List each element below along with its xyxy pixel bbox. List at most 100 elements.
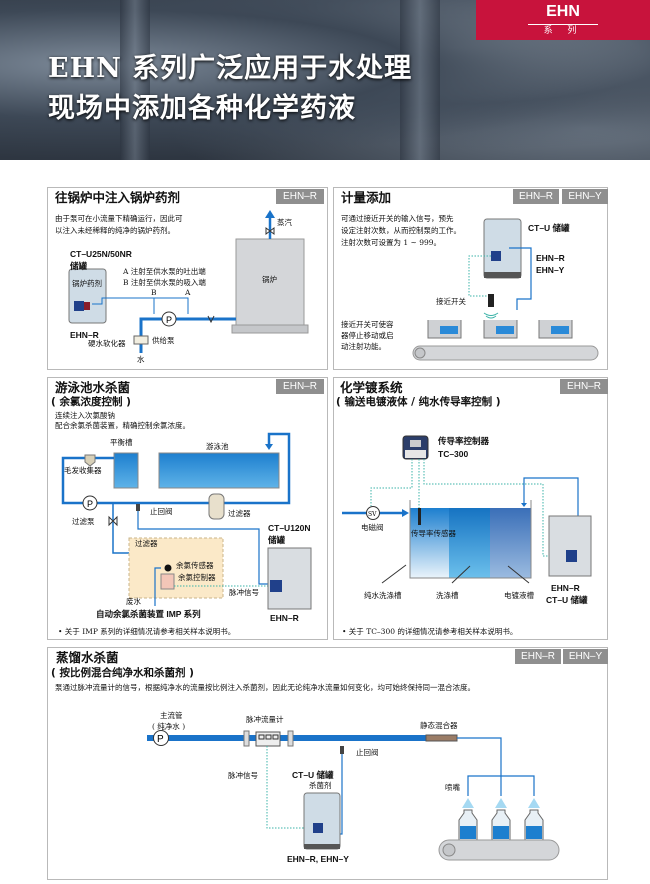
- note-a: A 注射至供水泵的吐出端: [123, 267, 206, 276]
- panel-subtitle: ( 余氯浓度控制 ): [51, 396, 131, 408]
- steam-arrow-icon: [265, 210, 275, 218]
- label-imp-name: 自动余氯杀菌装置 IMP 系列: [96, 609, 201, 619]
- softener-icon: [133, 335, 149, 345]
- panel-title: 化学镀系统: [340, 380, 403, 395]
- label-nozzle: 喷嘴: [445, 783, 460, 792]
- svg-text:P: P: [157, 734, 164, 745]
- pump-unit-icon: [74, 301, 84, 311]
- label-tank2: 洗涤槽: [436, 591, 459, 600]
- badge-model: EHN: [546, 3, 580, 20]
- label-disinfectant: 杀菌剂: [309, 781, 332, 790]
- panel-title: 计量添加: [341, 190, 392, 205]
- valve-icon: [265, 227, 275, 235]
- panel-title: 往锅炉中注入锅炉药剂: [55, 190, 181, 205]
- hair-collector-icon: [84, 454, 96, 467]
- distilled-diagram: P: [147, 730, 560, 861]
- tank-icon: [68, 268, 107, 324]
- background-pipe: [400, 0, 440, 160]
- solenoid-valve-icon: [366, 506, 380, 520]
- label-balance-tank: 平衡槽: [110, 438, 133, 447]
- valve-icon: [108, 515, 118, 527]
- panel-pool: P 游泳池水杀菌 EHN–R ( 余氯浓度控制 ) 连续注入次氯酸钠 配合余氯杀…: [47, 377, 328, 640]
- svg-text:P: P: [87, 499, 93, 509]
- label-waste: 废水: [126, 597, 141, 606]
- label-filter-pump: 过滤泵: [72, 517, 95, 526]
- label-pool: 游泳池: [206, 442, 229, 451]
- panel-title: 游泳池水杀菌: [55, 380, 131, 395]
- balance-tank-icon: [113, 452, 139, 489]
- imp-unit-box: [128, 537, 224, 599]
- label-tank: 储罐: [70, 261, 88, 271]
- conveyor-icon: [412, 345, 599, 361]
- model-tag: EHN–Y: [563, 649, 608, 664]
- pure-water-tank-icon: [410, 508, 449, 578]
- page-title-line1: EHN 系列广泛应用于水处理: [48, 53, 413, 84]
- plating-diagram: SV: [342, 435, 592, 584]
- label-valve: 电磁阀: [361, 523, 384, 532]
- proximity-switch-icon: [488, 294, 494, 307]
- conveyor-icon: [438, 839, 560, 861]
- label-tank: 储罐: [268, 535, 286, 545]
- page-title-line2: 现场中添加各种化学药液: [48, 93, 356, 124]
- label-water: 水: [137, 355, 145, 364]
- note-b: B 注射至供水泵的吸入端: [123, 278, 206, 287]
- model-tag: EHN–R: [560, 379, 608, 394]
- label-tank-model: CT–U120N: [268, 523, 311, 533]
- label-hair-collector: 毛发收集器: [64, 466, 102, 475]
- check-valve-icon: [340, 746, 344, 754]
- badge-series: 系 列: [528, 24, 598, 38]
- label-model-r: EHN–R: [536, 253, 565, 263]
- model-tag: EHN–R: [513, 189, 559, 204]
- label-check-valve: 止回阀: [150, 507, 173, 516]
- pump-unit-icon: [270, 580, 282, 592]
- main-pump-icon: [153, 730, 169, 746]
- tank-icon: [303, 792, 341, 850]
- label-pump-model: EHN–R: [270, 613, 299, 623]
- panel-subtitle: ( 输送电镀液体 / 纯水传导率控制 ): [336, 396, 501, 408]
- panel-description: 泵通过脉冲流量计的信号，根据纯净水的流量按比例注入杀菌剂，因此无论纯净水流量如何…: [55, 683, 475, 692]
- label-pulse: 脉冲信号: [228, 771, 258, 780]
- label-main-pipe-sub: ( 纯净水 ): [152, 722, 186, 731]
- panel-metering: 计量添加 EHN–R EHN–Y 可通过接近开关的输入信号，预先 设定注射次数，…: [333, 187, 608, 370]
- filter-icon: [208, 493, 225, 520]
- panel-description: 连续注入次氯酸钠 配合余氯杀菌装置，精确控制余氯浓度。: [55, 411, 190, 430]
- conductivity-sensor-icon: [418, 508, 421, 525]
- label-sensor: 传导率传感器: [411, 529, 456, 538]
- label-flowmeter: 脉冲流量计: [246, 715, 284, 724]
- label-pump-model: EHN–R: [551, 583, 580, 593]
- tank-icon: [548, 515, 592, 577]
- label-tank: CT–U 储罐: [546, 595, 588, 605]
- panel-description: 可通过接近开关的输入信号，预先 设定注射次数，从而控制泵的工作。 注射次数可设置…: [341, 214, 461, 247]
- panel-plating: SV 化学镀系统 EHN–R ( 输送电镀液体 / 纯水传导率控制 ) 传导率控…: [333, 377, 608, 640]
- static-mixer-icon: [425, 734, 458, 742]
- controller-icon: [160, 573, 175, 590]
- panel-description: 由于泵可在小流量下精确运行，因此可 以注入未经稀释的纯净的锅炉药剂。: [55, 214, 183, 235]
- check-valve-icon: [136, 504, 140, 511]
- label-controller: 余氯控制器: [178, 573, 216, 582]
- label-boiler: 锅炉: [262, 275, 277, 284]
- panel-subtitle: ( 按比例混合纯净水和杀菌剂 ): [51, 667, 194, 679]
- model-tag: EHN–R: [276, 189, 324, 204]
- label-steam: 蒸汽: [277, 218, 292, 227]
- sensor-icon: [164, 564, 172, 572]
- label-filter: 过滤器: [228, 509, 251, 518]
- label-controller: 传导率控制器: [438, 436, 490, 446]
- background-pipe: [120, 0, 150, 160]
- footnote: • 关于 TC–300 的详细情况请参考相关样本说明书。: [342, 627, 518, 636]
- panel-distilled: P 蒸馏水杀菌 EHN–R EHN–Y ( 按比例混合纯净水和杀菌剂 ) 泵通过…: [47, 647, 608, 880]
- label-tank-model: CT–U25N/50NR: [70, 249, 132, 259]
- label-model-y: EHN–Y: [536, 265, 565, 275]
- boiler-vessel: [235, 238, 305, 330]
- tank-icon: [267, 547, 312, 610]
- label-tank1: 纯水洗涤槽: [364, 591, 402, 600]
- filter-pump-icon: [82, 495, 98, 511]
- label-pump-model: EHN–R: [70, 330, 99, 340]
- wash-tank-icon: [449, 508, 490, 578]
- metering-diagram: [412, 218, 599, 361]
- label-main-pipe: 主流管: [160, 711, 183, 720]
- feed-pump-icon: [161, 311, 177, 327]
- label-imp-filter: 过滤器: [135, 539, 158, 548]
- pump-unit-icon: [313, 823, 323, 833]
- series-badge: EHN 系 列: [476, 0, 650, 40]
- pool-diagram: P: [61, 432, 312, 610]
